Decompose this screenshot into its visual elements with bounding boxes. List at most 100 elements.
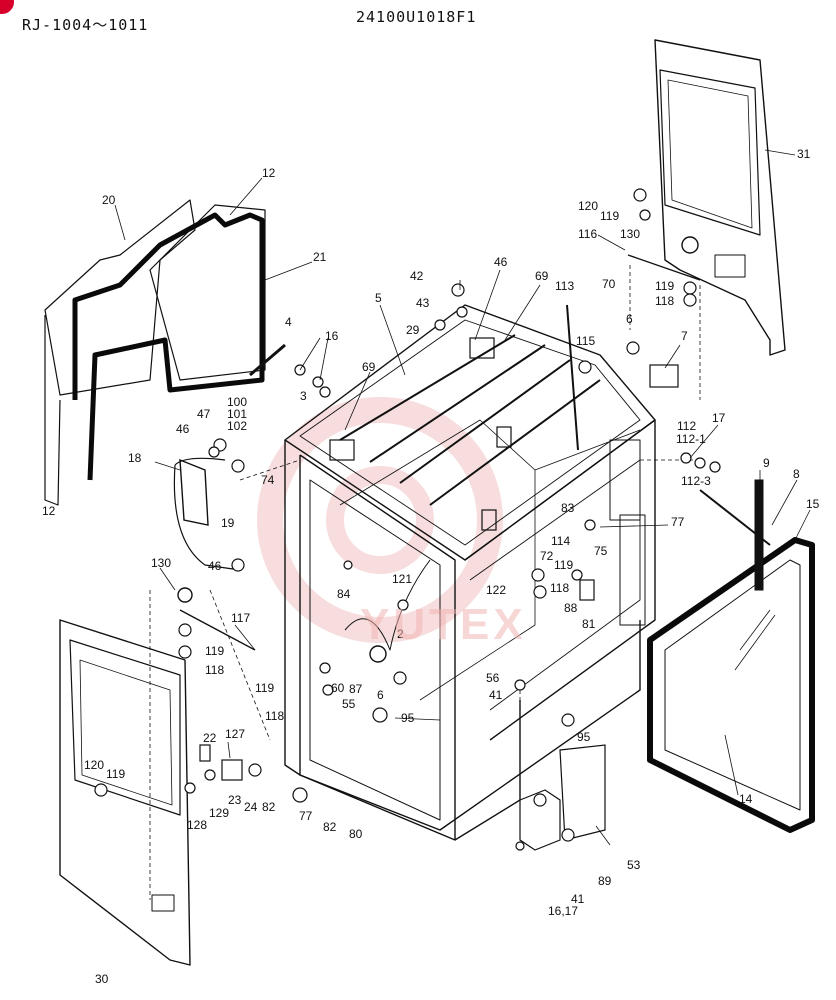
callout-83: 83 [561, 501, 575, 515]
callout-72: 72 [540, 549, 554, 563]
callout-56: 56 [486, 671, 500, 685]
callout-119f: 119 [106, 767, 125, 781]
callout-46c: 46 [208, 559, 222, 573]
callout-129: 129 [209, 806, 229, 820]
callout-120a: 120 [578, 199, 598, 213]
callout-75: 75 [594, 544, 608, 558]
callout-77a: 77 [671, 515, 685, 529]
callout-46b: 46 [176, 422, 190, 436]
callout-14: 14 [739, 792, 753, 806]
callout-31: 31 [797, 147, 811, 161]
callout-118c: 118 [205, 663, 224, 677]
callout-112-1: 112-1 [676, 432, 706, 446]
callout-16-17: 16,17 [548, 904, 578, 918]
callout-3: 3 [300, 389, 307, 403]
callout-102: 102 [227, 419, 247, 433]
callout-95a: 95 [401, 711, 415, 725]
callout-116: 116 [578, 227, 597, 241]
front-glass-20 [44, 199, 196, 396]
callout-119c: 119 [554, 558, 573, 572]
front-frame [299, 454, 456, 841]
callout-115: 115 [576, 334, 595, 348]
callout-119b: 119 [655, 279, 674, 293]
callout-24: 24 [244, 800, 258, 814]
callout-77b: 77 [299, 809, 313, 823]
watermark-text: YUTEX [360, 600, 527, 649]
callout-22: 22 [203, 731, 217, 745]
callout-80: 80 [349, 827, 363, 841]
callout-119a: 119 [600, 209, 619, 223]
callout-60: 60 [331, 681, 345, 695]
callout-8: 8 [793, 467, 800, 481]
front-left-post [284, 440, 301, 776]
callout-70: 70 [602, 277, 616, 291]
callout-89: 89 [598, 874, 612, 888]
callout-130b: 130 [151, 556, 171, 570]
callout-29: 29 [406, 323, 420, 337]
callout-118a: 118 [655, 294, 674, 308]
callout-112: 112 [677, 419, 696, 433]
callout-15: 15 [806, 497, 820, 511]
callout-113: 113 [555, 279, 574, 293]
callout-117: 117 [231, 611, 250, 625]
callout-7: 7 [681, 329, 688, 343]
callout-112-3: 112-3 [681, 474, 711, 488]
cab-body [284, 304, 656, 841]
callout-labels: 12 12 20 21 31 120 119 116 130 119 118 4… [42, 147, 820, 986]
callout-46a: 46 [494, 255, 508, 269]
callout-100: 100 [227, 395, 247, 409]
callout-41b: 41 [571, 892, 585, 906]
callout-12b: 12 [42, 504, 56, 518]
callout-16a: 16 [325, 329, 339, 343]
callout-4: 4 [285, 315, 292, 329]
callout-87: 87 [349, 682, 363, 696]
callout-119d: 119 [205, 644, 224, 658]
callout-21: 21 [313, 250, 327, 264]
callout-69a: 69 [535, 269, 549, 283]
gas-spring-117 [177, 587, 256, 651]
callout-9: 9 [763, 456, 770, 470]
washer-tank [519, 744, 606, 851]
callout-121: 121 [392, 572, 412, 586]
callout-17a: 17 [712, 411, 726, 425]
front-window-assembly [44, 199, 266, 506]
callout-82b: 82 [323, 820, 337, 834]
callout-69b: 69 [362, 360, 376, 374]
callout-118b: 118 [550, 581, 569, 595]
callout-2: 2 [397, 627, 404, 641]
callout-130a: 130 [620, 227, 640, 241]
gas-spring-116 [627, 236, 701, 281]
callout-74: 74 [261, 473, 275, 487]
callout-12a: 12 [262, 166, 276, 180]
callout-122: 122 [486, 583, 506, 597]
callout-55: 55 [342, 697, 356, 711]
front-door-30 [59, 619, 191, 966]
drawing-number-label: 24100U1018F1 [356, 8, 477, 26]
callout-127: 127 [225, 727, 245, 741]
model-range-label: RJ-1004～1011 [22, 16, 149, 34]
rear-door-31 [654, 39, 786, 356]
callout-120b: 120 [84, 758, 104, 772]
front-gasket-12 [72, 212, 265, 481]
callout-119e: 119 [255, 681, 274, 695]
callout-128: 128 [187, 818, 207, 832]
wiper-assembly [699, 479, 771, 591]
callout-53: 53 [627, 858, 641, 872]
front-glass-21 [149, 204, 266, 381]
callout-5: 5 [375, 291, 382, 305]
callout-18: 18 [128, 451, 142, 465]
callout-30: 30 [95, 972, 109, 986]
small-parts [199, 304, 679, 781]
fasteners [94, 188, 721, 851]
watermark-gear [257, 397, 503, 643]
callout-101: 101 [227, 407, 247, 421]
callout-114: 114 [551, 534, 570, 548]
right-frame [464, 419, 656, 741]
callout-19: 19 [221, 516, 235, 530]
mirror-assembly [173, 457, 241, 571]
callout-118d: 118 [265, 709, 284, 723]
cab-floor [299, 620, 641, 831]
side-window-14 [647, 537, 815, 833]
callout-81: 81 [582, 617, 596, 631]
